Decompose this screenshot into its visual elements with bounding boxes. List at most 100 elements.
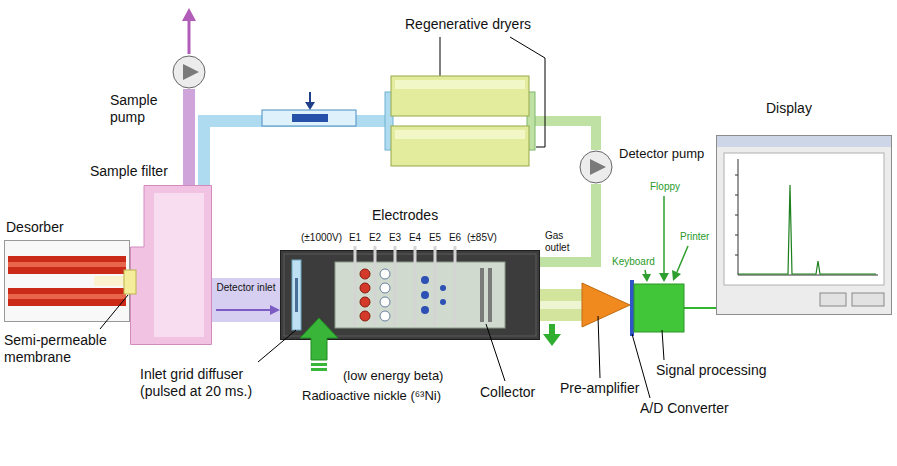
desorber-block: Desorber [4,240,130,322]
spectrum-trace [738,185,876,274]
callout-label: Semi-permeable membrane [4,332,119,366]
node-outline [582,283,630,327]
pipe-body [204,121,385,185]
dryer-unit: Regenerative dryers [385,72,535,170]
pipe-body [535,121,596,150]
axis-tick [735,175,738,176]
pipe-connector [189,89,190,185]
sample-path [94,276,126,286]
dryer-highlight [395,130,525,139]
beta-dash [311,368,327,371]
pump-symbol [173,56,205,88]
amplifier-triangle [582,283,630,327]
pipe-connector [212,300,280,315]
node-outline [280,250,540,340]
node-label: Sample filter [90,163,168,180]
voltage-label: (±85V) [467,232,497,244]
heater-highlight [8,262,126,267]
window-frame [717,136,892,315]
electrode-pin [414,246,417,326]
io-arrowhead [672,270,681,281]
node-label: Pre-amplifier [560,380,639,397]
node-outline [130,185,212,345]
node-label: Regenerative dryers [405,16,531,33]
axis-tick [735,255,738,256]
io-arrow [663,196,665,273]
node-outline [172,55,206,89]
beta-source-arrow [300,318,338,360]
beta-dash [311,363,327,366]
electrode-pin [354,246,357,326]
dialog-button [852,293,884,306]
ion-dot [360,311,370,321]
pipe-connector [684,308,716,309]
pipe-body [684,307,716,309]
pump-circle: Detector pump [579,150,613,184]
flow-arrowhead [305,102,315,110]
leader-line [486,324,505,381]
filter-element [292,114,328,122]
display-window: Display [716,135,892,315]
callout-label: Radioactive nickle (⁶³Ni) [302,388,441,404]
leader-line [440,37,441,76]
callout-label: (low energy beta) [343,368,443,384]
ion-dot [421,276,429,284]
pump-triangle [183,64,199,80]
detector-block: Electrodes [280,250,540,340]
membrane [124,270,136,294]
desorber-body [5,241,130,322]
pipe-body [540,184,596,262]
ion-dot [380,283,390,293]
heater-bar [8,256,126,274]
electrode-pin [454,246,457,326]
pump-symbol [580,151,612,183]
edge-label: Detector inlet [215,282,278,294]
node-label: Detector pump [619,146,704,162]
ground-arrow [549,324,555,335]
ion-dot [440,299,446,305]
ion-dot [421,291,429,299]
pipe-body [212,278,280,322]
leader-line [598,316,600,378]
peripheral-label: Floppy [650,181,680,193]
ion-dot [380,269,390,279]
heater-bar [8,288,126,306]
heater-highlight [8,294,126,299]
dryer-highlight [395,80,525,89]
node-outline [4,240,130,322]
pipe-stripe [540,301,582,309]
ground-arrowhead [543,334,561,346]
dialog-button [820,293,846,306]
peripheral-label: Keyboard [612,256,655,268]
electrode-pin [394,246,397,326]
exhaust-arrow [188,20,191,54]
filter-core [154,193,204,337]
ion-dot [440,285,446,291]
electrode-pin [374,246,377,326]
leader-line [258,330,296,362]
filter-cartridge [262,110,356,126]
electrode-pin [434,246,437,326]
voltage-label: (±1000V) [301,232,342,244]
pipe-body [540,289,582,321]
pipe-connector [540,305,582,306]
amplifier-symbol: Pre-amplifier [582,283,630,327]
node-label: Signal processing [656,362,767,379]
node-label: Sample pump [110,92,168,126]
inlet-grid [292,260,301,330]
node-outline [385,72,535,170]
ion-dot [360,269,370,279]
plot-axis [738,159,878,275]
axis-tick [735,235,738,236]
callout-label: Collector [480,384,535,401]
peripheral-label: Printer [680,231,709,243]
electrode-label: E3 [389,232,401,244]
node-outline [716,135,892,315]
filter-housing [131,186,212,345]
flow-line [216,309,272,311]
ion-dot [421,306,429,314]
ion-dot [380,311,390,321]
pump-triangle [590,159,606,175]
axis-tick [735,215,738,216]
pipe-connector [204,121,385,185]
